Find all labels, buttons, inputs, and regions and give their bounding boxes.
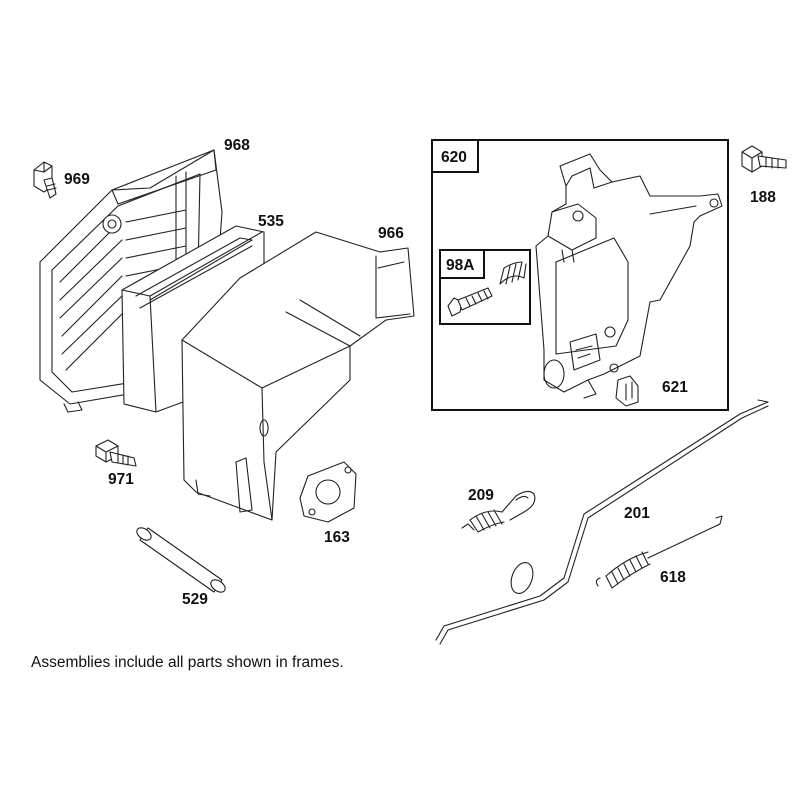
part-620-control-bracket: [535, 153, 723, 399]
part-163-gasket: [299, 461, 357, 523]
label-621: 621: [662, 379, 688, 396]
frames-note: Assemblies include all parts shown in fr…: [31, 654, 344, 671]
part-98a-screw-and-spring: [447, 261, 527, 317]
frame-620-assembly: [431, 139, 729, 411]
part-621-clip: [615, 375, 639, 407]
part-969-knob-screw: [33, 161, 57, 199]
label-98a: 98A: [446, 257, 474, 274]
part-971-bolt: [95, 439, 137, 467]
label-971: 971: [108, 471, 134, 488]
part-966-air-cleaner-base: [181, 231, 415, 521]
part-529-tube: [136, 527, 226, 593]
label-968: 968: [224, 137, 250, 154]
frame-98a-assembly: [439, 249, 531, 325]
label-620: 620: [441, 149, 467, 166]
label-209: 209: [468, 487, 494, 504]
part-618-extension-spring: [595, 515, 723, 589]
label-529: 529: [182, 591, 208, 608]
label-201: 201: [624, 505, 650, 522]
label-969: 969: [64, 171, 90, 188]
label-163: 163: [324, 529, 350, 546]
label-188: 188: [750, 189, 776, 206]
label-535: 535: [258, 213, 284, 230]
part-201-link-rod: [435, 399, 769, 645]
part-209-governor-spring: [461, 490, 536, 533]
label-618: 618: [660, 569, 686, 586]
label-966: 966: [378, 225, 404, 242]
part-188-screw: [741, 145, 787, 173]
